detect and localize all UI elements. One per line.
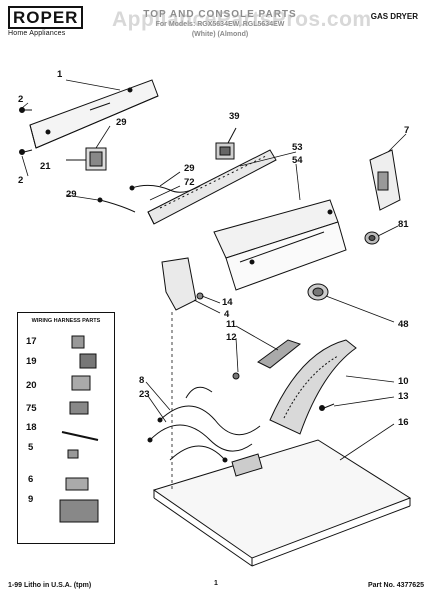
inset-item-19: 19: [26, 356, 37, 367]
part-screws-2: [19, 107, 33, 155]
page-header: TOP AND CONSOLE PARTS For Models: RGX563…: [120, 10, 320, 40]
callout-29-top: 29: [116, 117, 127, 128]
model-line: For Models: RGX5634EW, RGL5634EW: [155, 21, 285, 28]
brand-name: ROPER: [8, 6, 84, 29]
inset-item-20: 20: [26, 380, 37, 391]
part-screw-13: [319, 403, 335, 411]
callout-54: 54: [292, 155, 303, 166]
part-housing-10: [269, 339, 357, 435]
part-wiring-harness: [147, 386, 261, 463]
callout-11: 11: [226, 319, 237, 330]
inset-item-75: 75: [26, 403, 37, 414]
color-line: (White) (Almond): [191, 31, 249, 38]
watermark: AppliancePartsPros.com: [112, 8, 372, 31]
callout-8: 8: [139, 375, 145, 386]
callout-29-left: 29: [66, 189, 77, 200]
document-type: GAS DRYER: [370, 12, 418, 21]
callout-72: 72: [184, 177, 195, 188]
callout-4: 4: [224, 309, 230, 320]
callout-23: 23: [139, 389, 150, 400]
brand-logo: ROPER Home Appliances: [8, 6, 84, 37]
part-switch-plate-11: [232, 339, 302, 380]
callout-81: 81: [398, 219, 409, 230]
callout-14: 14: [222, 297, 233, 308]
callout-2-bottom: 2: [18, 175, 24, 186]
part-console-rail: [147, 149, 277, 225]
part-rear-console-panel: [29, 79, 159, 149]
leader-lines: [21, 79, 407, 492]
footer-page-number: 1: [214, 580, 218, 587]
inset-part-drawings: [59, 335, 99, 523]
part-knob-81: [364, 231, 380, 245]
inset-item-9: 9: [28, 494, 34, 505]
part-knob-48: [307, 283, 329, 301]
part-end-cap-7: [369, 149, 401, 211]
callout-53: 53: [292, 142, 303, 153]
part-knob-39: [215, 127, 237, 160]
callout-7: 7: [404, 125, 410, 136]
part-end-cap-4: [161, 257, 204, 311]
callout-12: 12: [226, 332, 237, 343]
inset-item-6: 6: [28, 474, 34, 485]
part-control-bracket-21: [66, 147, 107, 171]
inset-title: WIRING HARNESS PARTS: [31, 318, 101, 324]
inset-item-5: 5: [28, 442, 34, 453]
part-wire-29b: [99, 199, 136, 213]
callout-16: 16: [398, 417, 409, 428]
part-main-console: [213, 199, 347, 291]
part-wire-29: [131, 184, 201, 193]
footer-print-info: 1-99 Litho in U.S.A. (tpm): [8, 582, 92, 589]
brand-subtitle: Home Appliances: [8, 30, 66, 37]
callout-48: 48: [398, 319, 409, 330]
callout-29-mid: 29: [184, 163, 195, 174]
footer-part-number: Part No. 4377625: [367, 582, 424, 589]
part-cabinet-top-16: [152, 439, 412, 567]
callout-1: 1: [57, 69, 63, 80]
wiring-harness-inset: WIRING HARNESS PARTS 17 19 20 75 18 5 6 …: [17, 312, 115, 544]
callout-2-top: 2: [18, 94, 24, 105]
inset-item-17: 17: [26, 336, 37, 347]
inset-item-18: 18: [26, 422, 37, 433]
callout-21: 21: [40, 161, 51, 172]
page-title: TOP AND CONSOLE PARTS: [143, 9, 297, 20]
callout-10: 10: [398, 376, 409, 387]
callout-13: 13: [398, 391, 409, 402]
callout-39: 39: [229, 111, 240, 122]
